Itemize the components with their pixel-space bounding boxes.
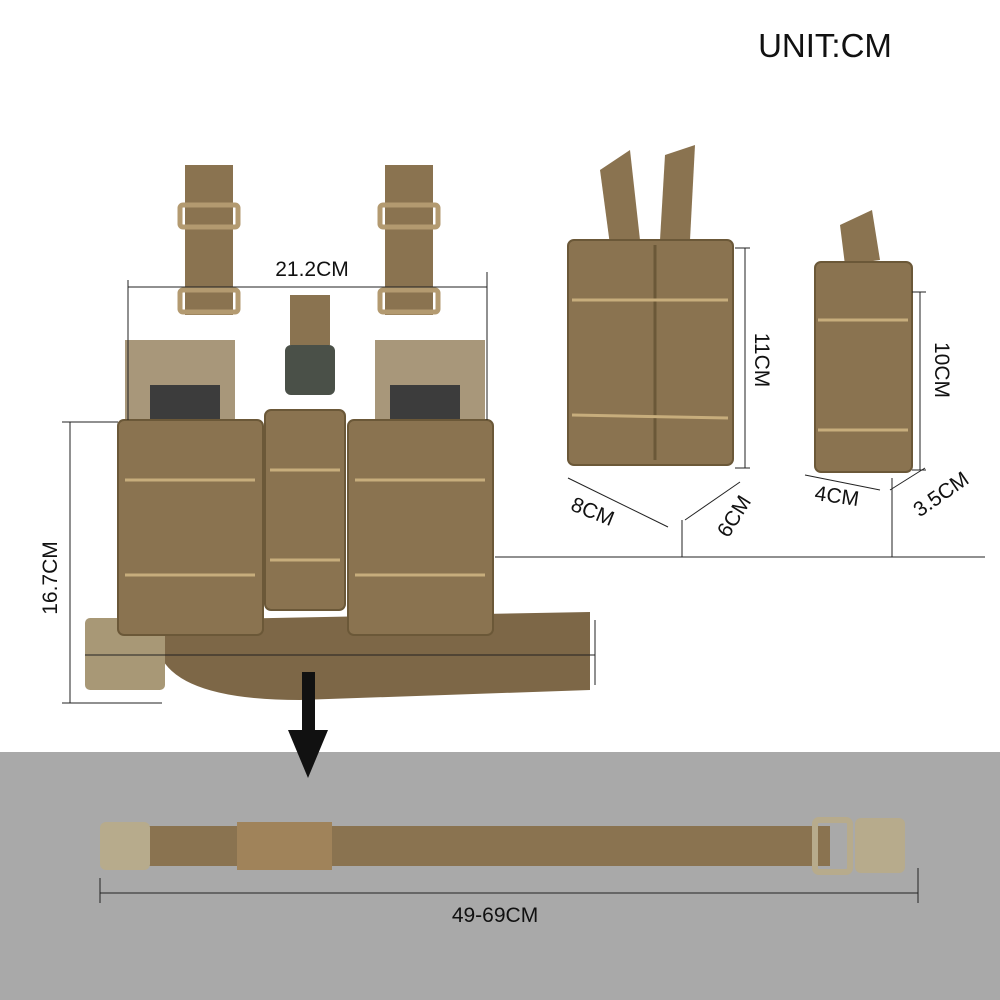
- single-pouch-depth-label: 3.5CM: [909, 468, 973, 522]
- down-arrow-icon: [288, 672, 328, 778]
- double-pouch-depth-label: 6CM: [713, 492, 756, 542]
- belt-length-label: 49-69CM: [452, 904, 538, 927]
- single-pouch-image: [814, 210, 913, 473]
- rig-width-label: 21.2CM: [275, 258, 349, 281]
- single-pouch-width-label: 4CM: [813, 482, 860, 511]
- single-pouch-height-label: 10CM: [930, 342, 953, 398]
- main-rig-image: [85, 165, 590, 700]
- dimension-lines: [62, 247, 985, 903]
- unit-label: UNIT:CM: [758, 27, 892, 64]
- gray-band: [0, 752, 1000, 1000]
- double-pouch-image: [567, 145, 734, 466]
- rig-height-label: 16.7CM: [39, 541, 62, 615]
- leg-strap-image: [100, 817, 905, 875]
- double-pouch-height-label: 11CM: [750, 333, 773, 387]
